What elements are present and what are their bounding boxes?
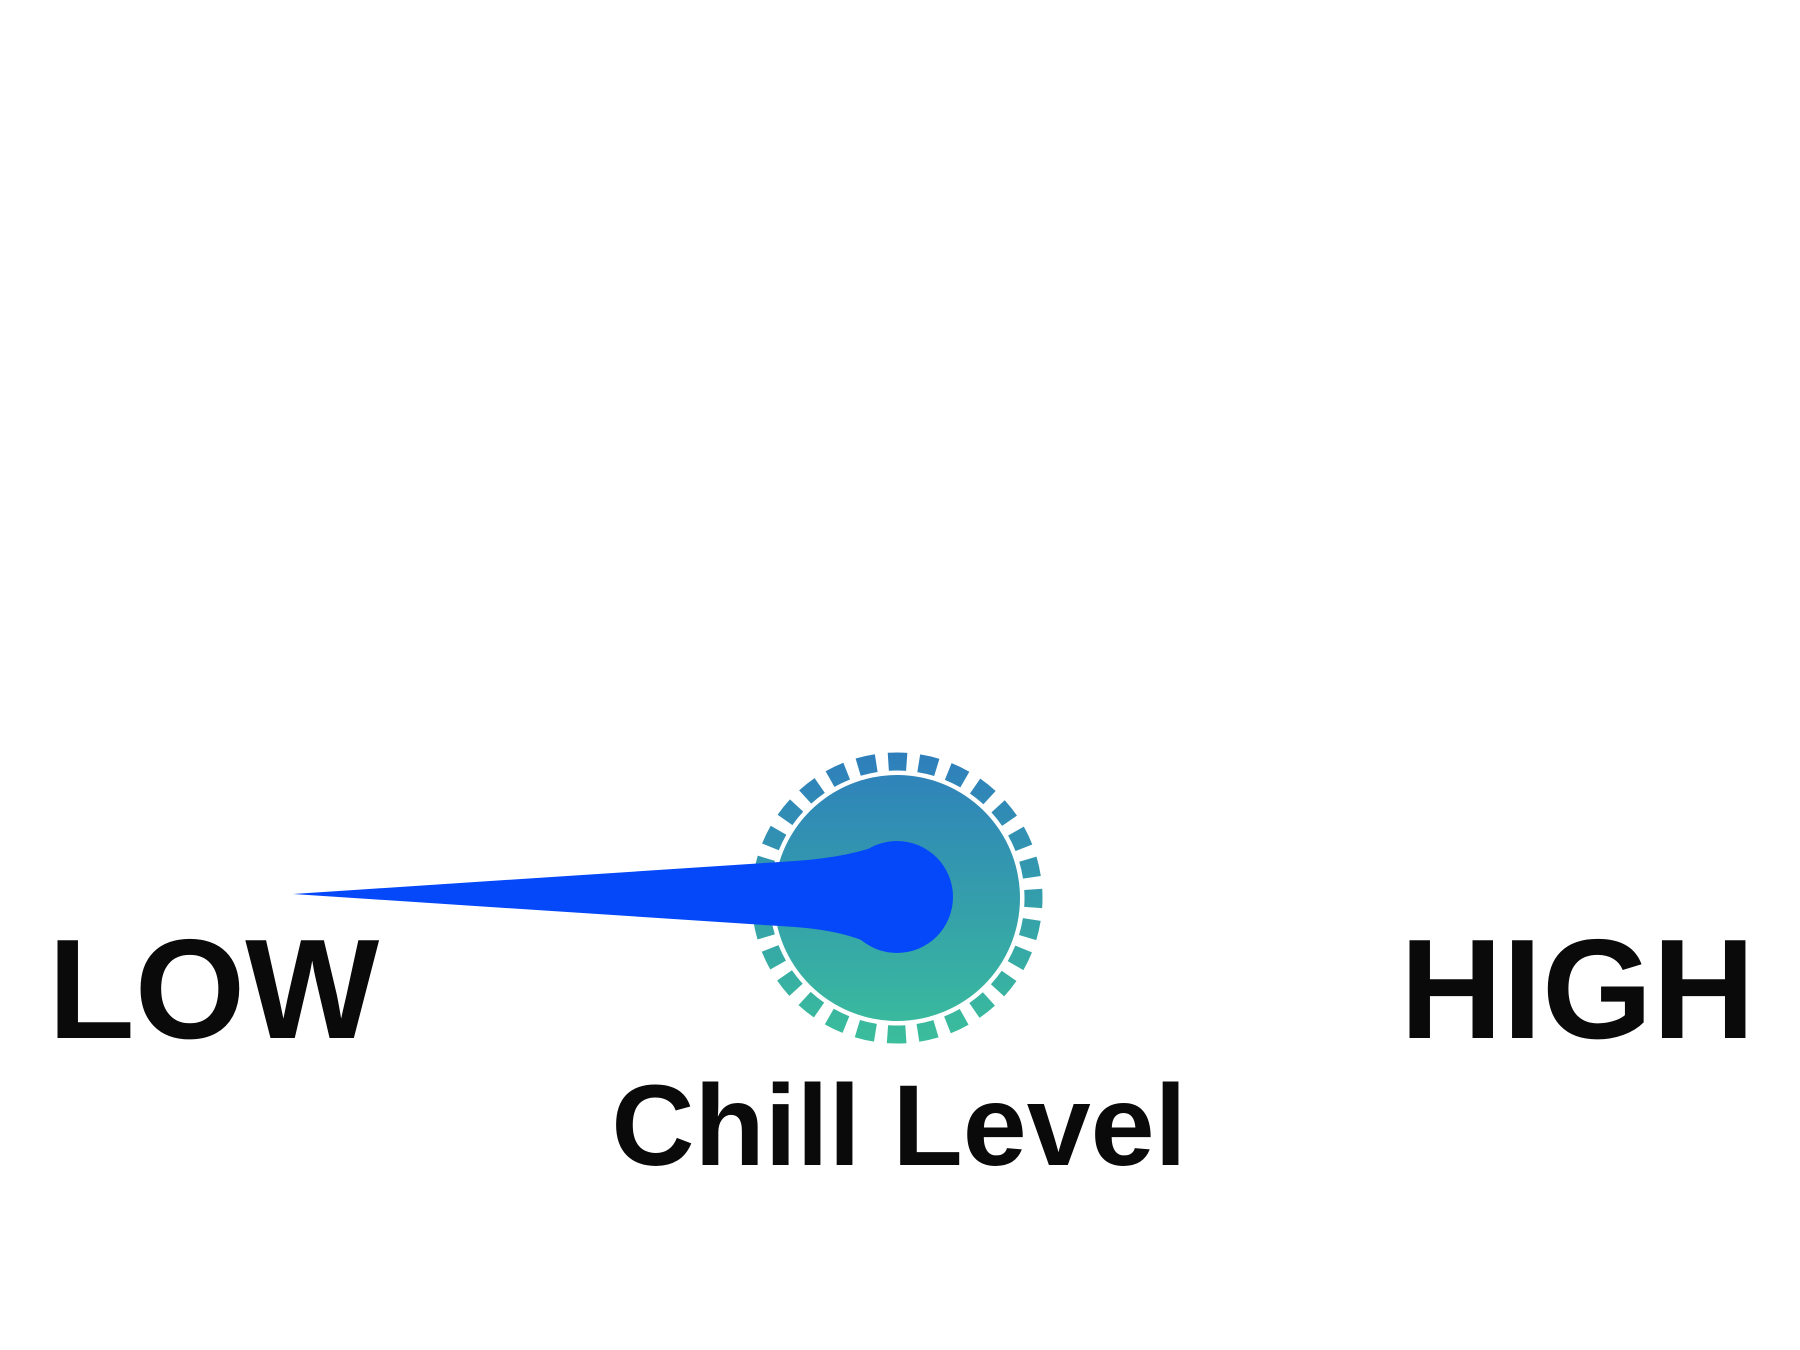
gauge-title: Chill Level	[611, 1062, 1186, 1190]
low-label: LOW	[48, 910, 379, 1069]
gauge-hub	[841, 841, 953, 953]
gauge-needle	[293, 843, 884, 951]
high-label: HIGH	[1400, 910, 1755, 1069]
